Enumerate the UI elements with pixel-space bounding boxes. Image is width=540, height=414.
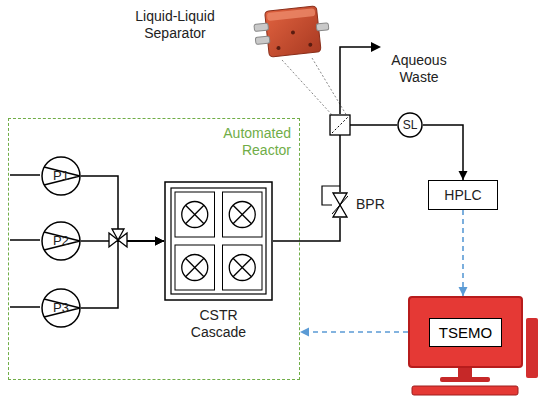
- waste-line: [340, 47, 372, 114]
- computer-tower: [526, 318, 538, 378]
- connector-line: [300, 331, 408, 333]
- group-title: Automated Reactor: [211, 125, 291, 159]
- arrow-head: [371, 42, 381, 52]
- cstr-cascade: CSTR Cascade: [164, 181, 273, 301]
- photo-caption: Liquid-Liquid Separator: [105, 8, 245, 42]
- arrow-head: [155, 237, 164, 246]
- connector-line: [81, 240, 164, 242]
- cstr-symbol: [164, 181, 273, 301]
- inlet-line: [10, 239, 40, 241]
- outlet-label: Aqueous Waste: [380, 52, 458, 86]
- bpr-valve: BPR: [332, 192, 348, 218]
- pump-label: P1: [41, 156, 81, 196]
- pump-label: P3: [41, 288, 81, 328]
- separator-photo: [253, 5, 331, 58]
- data-signal-arrow: [459, 210, 468, 296]
- sample-loop: SL: [397, 112, 423, 138]
- arrow-head: [300, 328, 309, 337]
- pump-node: P2: [41, 221, 81, 261]
- mixing-valve: [109, 229, 127, 247]
- arrow-head: [459, 287, 468, 296]
- flow-line: [340, 125, 397, 192]
- pump-node: P1: [41, 156, 81, 196]
- flow-line: [81, 237, 164, 246]
- flow-line: [81, 237, 164, 309]
- data-signal-arrow: [300, 328, 408, 337]
- connector-line: [423, 125, 463, 180]
- pump-label: P2: [41, 221, 81, 261]
- bpr-label: BPR: [356, 196, 385, 213]
- hplc-label: HPLC: [444, 187, 481, 204]
- connector-line: [81, 176, 164, 241]
- screen-box: TSEMO: [429, 318, 502, 347]
- arrow-head: [459, 171, 468, 180]
- separator-symbol: [330, 115, 350, 135]
- inlet-line: [10, 306, 40, 308]
- sample-loop-label: SL: [397, 112, 423, 138]
- software-label: TSEMO: [439, 324, 492, 341]
- flow-line: [423, 125, 468, 180]
- computer-monitor: TSEMO: [408, 296, 523, 368]
- pump-node: P3: [41, 288, 81, 328]
- monitor-base: [440, 377, 490, 382]
- inlet-line: [10, 174, 40, 176]
- flow-line: [273, 218, 340, 241]
- connector-line: [81, 241, 164, 308]
- connector-line: [462, 210, 464, 296]
- connector-line: [340, 125, 397, 192]
- arrow-head: [155, 237, 164, 246]
- connector-line: [273, 218, 340, 241]
- flow-line: [81, 176, 164, 246]
- valve-symbol: [332, 192, 348, 218]
- cstr-label: CSTR Cascade: [184, 307, 254, 341]
- monitor-stand: [458, 368, 472, 378]
- arrow-head: [155, 237, 164, 246]
- keyboard: [412, 386, 518, 395]
- leader-line: [282, 60, 333, 116]
- leader-line: [312, 58, 347, 116]
- reactor-group: Automated ReactorP1P2P3 CSTR Cascade: [8, 118, 300, 380]
- hplc-box: HPLC: [428, 180, 498, 210]
